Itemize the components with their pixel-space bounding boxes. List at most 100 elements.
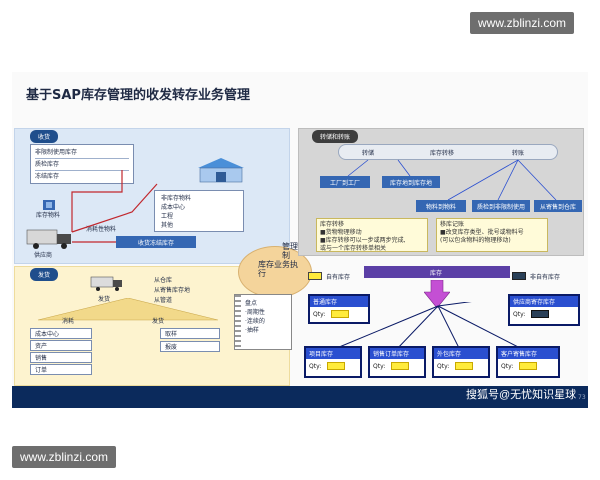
note-stock-transfer: 库存转移 ■货物物理移动 ■库存转移可以一步或两步完成, 或与一个库存转移单相关: [316, 218, 428, 252]
note2-title: 移库记账: [440, 221, 465, 228]
slide: 基于SAP库存管理的收发转存业务管理 收货 非限制使用库存 质检库存 冻结库存 …: [12, 72, 588, 408]
note1-line1: ■货物物理移动: [320, 229, 362, 237]
pill-stock-transfer: 库存转移: [430, 150, 455, 157]
note1-line2: ■库存转移可以一步或两步完成,: [320, 237, 406, 245]
note1-title: 库存转移: [320, 221, 345, 228]
box-material-to-material: 物料到物料: [416, 200, 466, 212]
stock-center-label: 库存: [430, 270, 443, 277]
receive-header: 收货: [30, 130, 59, 143]
legend-own-swatch: [308, 272, 322, 280]
target-project: 工程: [161, 213, 174, 220]
box-sloc-to-sloc: 库存地到库存地: [382, 176, 440, 188]
consume-targets: 成本中心 资产 销售 订单: [30, 328, 92, 375]
execute-label: 库存业务执行: [258, 260, 298, 278]
stock-center-bar: [364, 266, 510, 278]
stock-customer-consignment-title: 客户寄售库存: [498, 348, 558, 359]
ship-label: 发货: [98, 296, 111, 303]
pill-transfer: 转账: [512, 150, 525, 157]
transfer-lines: [347, 159, 557, 201]
watermark-bottom: www.zblinzi.com: [12, 446, 117, 468]
stock-unrestricted-title: 普通库存: [310, 296, 368, 307]
stock-project-title: 项目库存: [306, 348, 360, 359]
transfer-pill-bar: [338, 144, 558, 160]
qty-field: [531, 310, 550, 318]
target-non-stock: 非库存物料: [161, 195, 192, 202]
inventory-note: 盘点 ·周期性 ·连续的 ·抽样: [234, 294, 292, 350]
from-pipeline: 从管道: [154, 297, 173, 304]
mgmt-label: 管理控制: [282, 242, 306, 260]
receive-targets-box: 非库存物料 成本中心 工程 其他: [154, 190, 244, 232]
ship-icon: [90, 274, 124, 292]
supplier-label: 供应商: [34, 252, 53, 259]
stock-consignment-supplier: 供应商寄存库存 Qty:: [508, 294, 580, 326]
receive-blocked-box: 收货冻结库存: [116, 236, 196, 248]
qty-field: [519, 362, 538, 370]
consume-cost-center: 成本中心: [30, 328, 92, 339]
stock-unrestricted: 普通库存 Qty:: [308, 294, 370, 324]
note-transfer-posting: 移库记账 ■改变库存类型、批号或物料号 (可以包含物料的物理移动): [436, 218, 548, 252]
issue-wedge: [37, 298, 219, 321]
consume-label: 消耗: [62, 318, 75, 325]
stock-type-unrestricted: 非限制使用库存: [35, 147, 129, 159]
stock-consignment-title: 供应商寄存库存: [510, 296, 578, 307]
qty-label: Qty:: [373, 362, 386, 370]
qty-label: Qty:: [309, 362, 322, 370]
note2-line1: ■改变库存类型、批号或物料号: [440, 229, 524, 237]
stock-type-qi: 质检库存: [35, 159, 129, 171]
receive-arrows: [71, 170, 158, 243]
qty-label: Qty:: [437, 362, 450, 370]
consume-sales: 销售: [30, 352, 92, 363]
watermark-top: www.zblinzi.com: [470, 12, 575, 34]
stock-subcontract: 外包库存 Qty:: [432, 346, 490, 378]
issue-sample: 取样: [160, 328, 220, 339]
from-consignment: 从寄售库存地: [154, 287, 191, 294]
transfer-header: 转储和转账: [312, 130, 359, 143]
issue-scrap: 报废: [160, 341, 220, 352]
qty-label: Qty:: [513, 310, 526, 318]
material-label: 库存物料: [36, 212, 61, 219]
page-number: 73: [578, 394, 586, 401]
material-icon: [42, 196, 56, 210]
legend-not-own-label: 非自有库存: [530, 274, 561, 281]
issue-from-list: 从仓库 从寄售库存地 从管道: [154, 276, 190, 306]
consume-order: 订单: [30, 364, 92, 375]
qty-field: [331, 310, 350, 318]
qty-field: [391, 362, 410, 370]
inventory-title: 盘点: [245, 300, 258, 307]
slide-title: 基于SAP库存管理的收发转存业务管理: [26, 88, 250, 103]
qty-label: Qty:: [313, 310, 326, 318]
stock-project: 项目库存 Qty:: [304, 346, 362, 378]
qty-field: [327, 362, 346, 370]
box-consignment-to-warehouse: 从寄售到仓库: [534, 200, 582, 212]
stock-customer-consignment: 客户寄售库存 Qty:: [496, 346, 560, 378]
inventory-sampling: ·抽样: [245, 327, 259, 334]
truck-icon: [26, 226, 74, 250]
issue-sub-label: 发货: [152, 318, 165, 325]
stock-sales-order: 销售订单库存 Qty:: [368, 346, 426, 378]
legend-own-label: 自有库存: [326, 274, 351, 281]
consumable-label: 消耗性物料: [86, 226, 117, 233]
legend-not-own-swatch: [512, 272, 526, 280]
stock-type-blocked: 冻结库存: [35, 173, 60, 180]
qty-field: [455, 362, 474, 370]
target-cost-center: 成本中心: [161, 204, 186, 211]
stock-types-box: 非限制使用库存 质检库存 冻结库存: [30, 144, 134, 184]
box-qi-to-unrestricted: 质检到非限制使用: [472, 200, 530, 212]
footer-bar: [12, 386, 588, 408]
pill-transfer-posting: 转储: [362, 150, 375, 157]
note2-line2: (可以包含物料的物理移动): [440, 237, 511, 245]
qty-label: Qty:: [501, 362, 514, 370]
stock-subcontract-title: 外包库存: [434, 348, 488, 359]
target-other: 其他: [161, 222, 174, 229]
stock-sales-order-title: 销售订单库存: [370, 348, 424, 359]
issue-header: 发货: [30, 268, 59, 281]
stock-down-arrow: [424, 280, 450, 308]
inventory-continuous: ·连续的: [245, 318, 265, 325]
warehouse-icon: [196, 156, 246, 184]
box-plant-to-plant: 工厂到工厂: [320, 176, 370, 188]
footer-source: 搜狐号@无忧知识星球: [466, 389, 577, 401]
consume-asset: 资产: [30, 340, 92, 351]
from-warehouse: 从仓库: [154, 277, 173, 284]
issue-targets: 取样 报废: [160, 328, 220, 352]
stock-fan-lines: [331, 302, 525, 351]
